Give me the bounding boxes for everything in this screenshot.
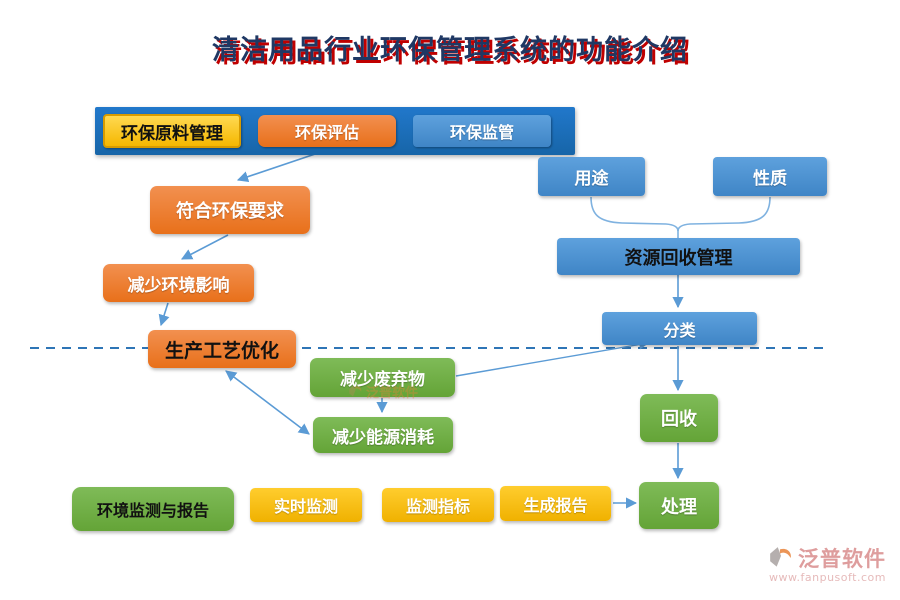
node-usage: 用途: [538, 157, 645, 196]
arrow-comply-to-reduce-impact: [181, 234, 229, 260]
page-title: 清洁用品行业环保管理系统的功能介绍: [212, 35, 688, 66]
arrow-assessment-to-comply: [236, 149, 328, 183]
node-reduce-energy-consumption: 减少能源消耗: [313, 417, 453, 453]
arrow-reduce-impact-to-process-opt: [158, 302, 170, 327]
node-realtime-monitoring: 实时监测: [250, 488, 362, 522]
node-comply-requirements: 符合环保要求: [150, 186, 310, 234]
fanpu-logo-icon: [770, 547, 791, 567]
node-reduce-environmental-impact: 减少环境影响: [103, 264, 254, 302]
node-environmental-supervision: 环保监管: [413, 115, 551, 147]
arrow-process-opt-reduce-energy: [225, 370, 310, 435]
watermark-site-url: www.fanpusoft.com: [769, 571, 886, 584]
header-bar: 环保原料管理 环保评估 环保监管: [95, 107, 575, 155]
watermark-brand-text: 泛普软件: [798, 547, 886, 571]
node-reduce-waste: 减少废弃物: [310, 358, 455, 397]
node-environment-monitoring-report: 环境监测与报告: [72, 487, 234, 531]
node-resource-recycling-management: 资源回收管理: [557, 238, 800, 275]
brace-nature: [677, 196, 771, 232]
node-monitoring-indicators: 监测指标: [382, 488, 494, 522]
watermark: 泛普软件 www.fanpusoft.com: [768, 543, 886, 584]
node-nature: 性质: [713, 157, 827, 196]
node-production-process-optimization: 生产工艺优化: [148, 330, 296, 368]
node-raw-material-management: 环保原料管理: [103, 114, 241, 148]
arrow-reduce-waste-to-classify: [455, 339, 649, 377]
node-environmental-assessment: 环保评估: [258, 115, 396, 147]
node-generate-report: 生成报告: [500, 486, 611, 521]
brace-usage: [590, 196, 679, 232]
node-classify: 分类: [602, 312, 757, 345]
node-recycle: 回收: [640, 394, 718, 442]
node-treat: 处理: [639, 482, 719, 529]
